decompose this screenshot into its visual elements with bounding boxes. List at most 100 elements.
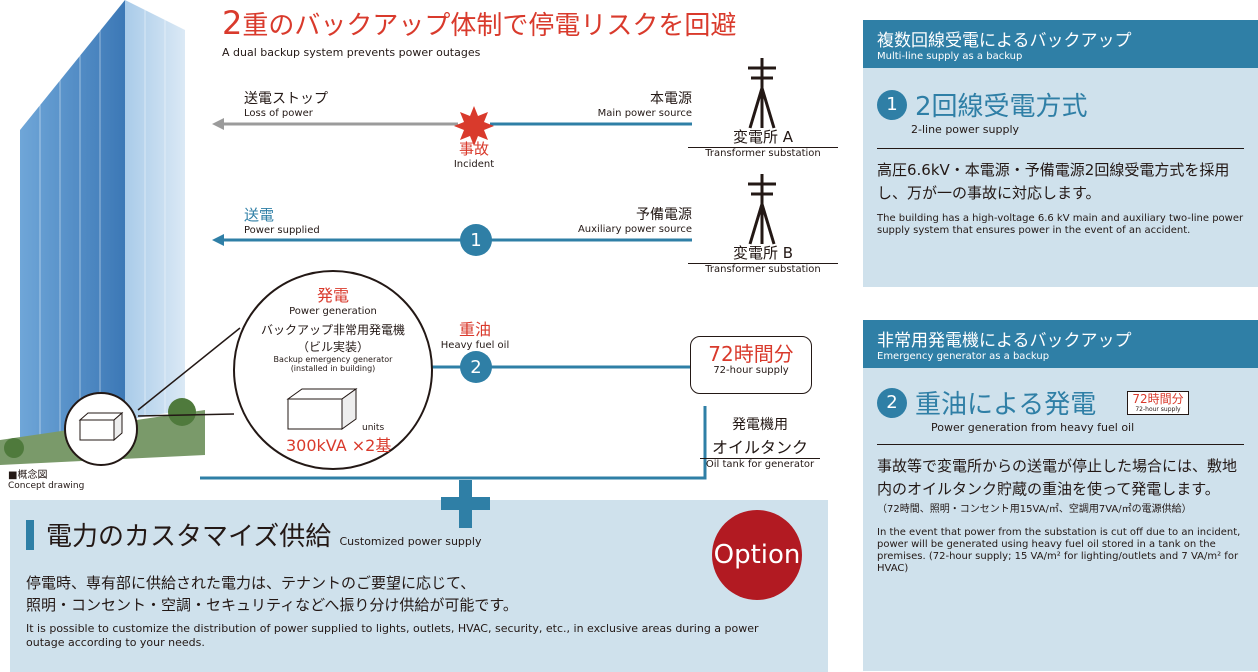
substation-b-jp: 変電所 B <box>688 242 838 264</box>
loss-label-en: Loss of power <box>244 108 313 119</box>
oil-tank-label-jp1: 発電機用 <box>732 417 788 433</box>
main-power-label: 本電源 Main power source <box>560 88 692 119</box>
fuel-label-en: Heavy fuel oil <box>440 340 510 351</box>
panel1-body-jp: 高圧6.6kV・本電源・予備電源2回線受電方式を採用し、万が一の事故に対応します… <box>877 161 1230 202</box>
panel2-method-title: 重油による発電 <box>915 390 1097 420</box>
main-power-label-en: Main power source <box>597 108 692 119</box>
concept-label: ■概念図 Concept drawing <box>8 466 84 491</box>
option-description: 停電時、専有部に供給された電力は、テナントのご要望に応じて、 照明・コンセント・… <box>26 572 786 650</box>
generator-capacity: 300kVA ×2基 <box>286 436 392 455</box>
panel2-header-en: Emergency generator as a backup <box>877 351 1050 362</box>
headline-text: 重のバックアップ体制で停電リスクを回避 <box>242 11 737 41</box>
substation-b-en: Transformer substation <box>705 264 821 275</box>
step-1-number: 1 <box>470 230 482 251</box>
oil-tank-label-en: Oil tank for generator <box>705 459 815 470</box>
panel2-body-en: In the event that power from the substat… <box>877 527 1241 574</box>
generator-unit-icon <box>286 388 358 430</box>
generator-name-en2: (installed in building) <box>290 364 376 373</box>
option-title-en: Customized power supply <box>339 535 482 548</box>
building-zoom-circle <box>64 392 138 466</box>
panel-emergency-generator: 非常用発電機によるバックアップ Emergency generator as a… <box>863 320 1258 672</box>
panel2-divider <box>877 444 1244 445</box>
main-power-label-jp: 本電源 <box>650 91 692 107</box>
panel1-header-en: Multi-line supply as a backup <box>877 51 1023 62</box>
option-title-jp: 電力のカスタマイズ供給 <box>46 522 332 552</box>
panel1-method-en: 2-line power supply <box>911 123 1020 136</box>
panel2-header: 非常用発電機によるバックアップ Emergency generator as a… <box>863 320 1258 368</box>
return-arrow <box>200 406 707 480</box>
option-title: 電力のカスタマイズ供給 Customized power supply <box>46 516 481 553</box>
panel2-number-badge: 2 <box>877 387 907 418</box>
option-body-jp2: 照明・コンセント・空調・セキュリティなどへ振り分け供給が可能です。 <box>26 596 518 614</box>
transmission-tower-a-icon <box>748 58 776 129</box>
panel1-body-en: The building has a high-voltage 6.6 kV m… <box>877 213 1244 236</box>
panel1-body: 1 2回線受電方式 2-line power supply 高圧6.6kV・本電源… <box>863 68 1258 287</box>
plus-icon-bar <box>441 497 490 510</box>
aux-supply-arrow <box>212 234 692 246</box>
incident-label: 事故 Incident <box>446 138 502 170</box>
generator-name-jp2: （ビル実装） <box>296 340 369 354</box>
generator-info: 発電 Power generation バックアップ非常用発電機 （ビル実装） … <box>245 282 421 373</box>
panel2-body-note: （72時間、照明・コンセント用15VA/㎡、空調用7VA/㎡の電源供給） <box>877 504 1192 515</box>
panel2-body-jp: 事故等で変電所からの送電が停止した場合には、敷地内のオイルタンク貯蔵の重油を使っ… <box>877 457 1238 498</box>
aux-power-label: 予備電源 Auxiliary power source <box>540 204 692 235</box>
panel2-badge-en: 72-hour supply <box>1135 405 1181 413</box>
aux-power-label-jp: 予備電源 <box>636 207 692 223</box>
tank-hours-en: 72-hour supply <box>713 365 789 376</box>
headline-english: A dual backup system prevents power outa… <box>222 46 481 59</box>
oil-tank-label: 発電機用 オイルタンク Oil tank for generator <box>700 414 820 470</box>
fuel-supply-arrow <box>406 361 692 373</box>
fuel-label: 重油 Heavy fuel oil <box>440 316 510 351</box>
substation-a-jp: 変電所 A <box>688 126 838 148</box>
supplied-label: 送電 Power supplied <box>244 204 320 236</box>
supplied-label-jp: 送電 <box>244 206 275 224</box>
concept-label-jp: ■概念図 <box>8 470 48 481</box>
headline-number: 2 <box>222 4 243 42</box>
panel1-method-title: 2回線受電方式 <box>915 92 1088 122</box>
generator-units-label: units <box>362 423 385 433</box>
substation-b-label: 変電所 B Transformer substation <box>688 242 838 275</box>
loss-arrow <box>212 118 458 130</box>
incident-label-en: Incident <box>453 159 495 170</box>
generator-name-en: Backup emergency generator <box>273 355 393 364</box>
panel1-number-badge: 1 <box>877 89 907 120</box>
aux-power-label-en: Auxiliary power source <box>577 224 692 235</box>
option-section <box>10 500 828 672</box>
generator-callout <box>233 270 433 470</box>
panel1-divider <box>877 148 1244 149</box>
step-2-number: 2 <box>470 357 482 378</box>
step-1-marker <box>460 224 492 256</box>
panel1-header-jp: 複数回線受電によるバックアップ <box>877 31 1132 51</box>
incident-label-jp: 事故 <box>458 140 489 158</box>
panel2-header-jp: 非常用発電機によるバックアップ <box>877 331 1132 351</box>
substation-a-label: 変電所 A Transformer substation <box>688 126 838 159</box>
oil-tank-label-jp2: オイルタンク <box>700 434 820 459</box>
generator-name-jp: バックアップ非常用発電機 <box>260 323 405 337</box>
page-headline: 2重のバックアップ体制で停電リスクを回避 <box>222 4 736 42</box>
generator-title-en: Power generation <box>289 306 377 317</box>
loss-label-jp: 送電ストップ <box>244 91 328 107</box>
substation-a-en: Transformer substation <box>705 148 821 159</box>
callout-pointer <box>137 327 241 417</box>
tank-hours-jp: 72時間分 <box>708 342 794 366</box>
fuel-label-jp: 重油 <box>458 320 491 339</box>
generator-title-jp: 発電 <box>316 286 349 305</box>
transmission-tower-b-icon <box>748 174 776 245</box>
option-body-en: It is possible to customize the distribu… <box>26 622 759 649</box>
panel2-method-en: Power generation from heavy fuel oil <box>931 421 1135 434</box>
option-body-jp1: 停電時、専有部に供給された電力は、テナントのご要望に応じて、 <box>26 574 476 592</box>
building-illustration <box>0 0 205 465</box>
option-title-accent <box>26 520 34 550</box>
loss-label: 送電ストップ Loss of power <box>244 88 328 119</box>
supplied-label-en: Power supplied <box>244 225 320 236</box>
generator-room-icon <box>78 411 124 442</box>
panel1-header: 複数回線受電によるバックアップ Multi-line supply as a b… <box>863 20 1258 68</box>
panel-multi-line-supply: 複数回線受電によるバックアップ Multi-line supply as a b… <box>863 20 1258 288</box>
step-2-marker <box>460 351 492 383</box>
power-flow-diagram <box>200 106 707 480</box>
option-badge: Option <box>712 510 802 600</box>
concept-label-en: Concept drawing <box>8 481 85 491</box>
incident-burst-icon <box>454 106 494 146</box>
